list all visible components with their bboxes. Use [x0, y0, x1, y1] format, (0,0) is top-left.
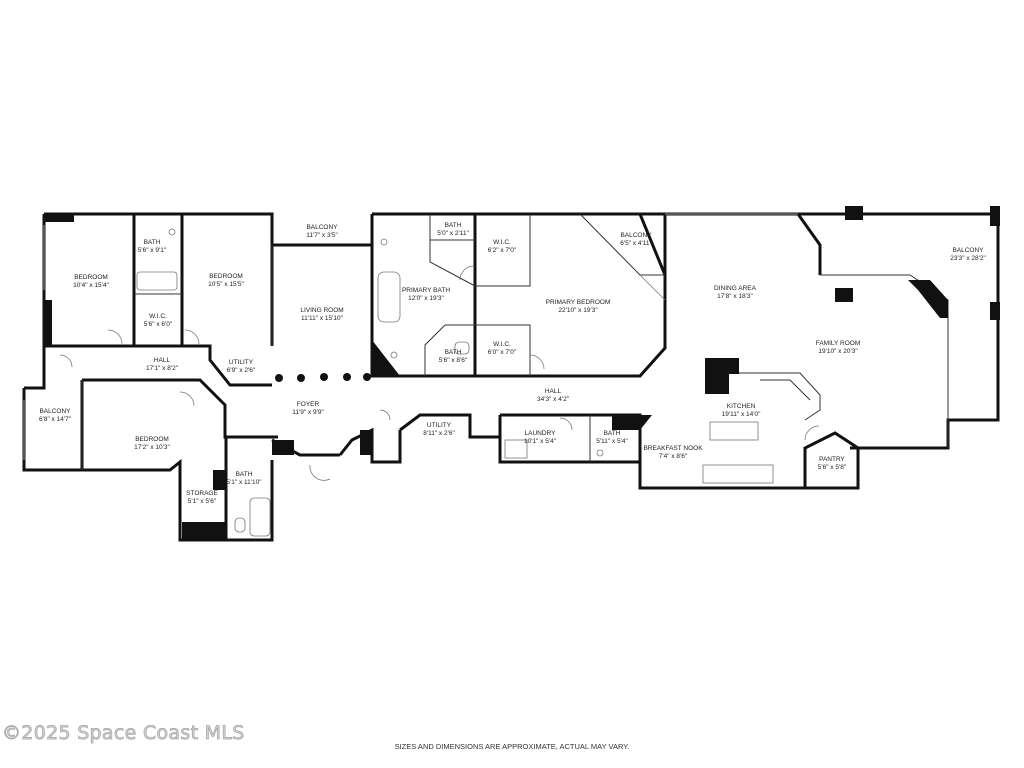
svg-text:5'6" x 9'1": 5'6" x 9'1": [138, 247, 167, 254]
watermark-text: ©2025 Space Coast MLS: [2, 722, 245, 745]
svg-text:10'5" x 15'5": 10'5" x 15'5": [208, 281, 244, 288]
svg-text:17'8" x 18'3": 17'8" x 18'3": [717, 293, 753, 300]
svg-text:UTILITY: UTILITY: [229, 359, 254, 366]
svg-text:8'11" x 2'6": 8'11" x 2'6": [423, 430, 455, 437]
svg-text:11'9" x 9'9": 11'9" x 9'9": [292, 409, 324, 416]
svg-text:10'1" x 5'4": 10'1" x 5'4": [524, 438, 557, 445]
svg-text:5'6" x 8'6": 5'6" x 8'6": [439, 357, 468, 364]
svg-text:19'10" x 20'3": 19'10" x 20'3": [818, 348, 858, 355]
svg-text:PANTRY: PANTRY: [819, 456, 845, 463]
room-label-wic-2: W.I.C.6'2" x 7'0": [488, 239, 517, 254]
svg-text:BALCONY: BALCONY: [952, 247, 984, 254]
svg-text:W.I.C.: W.I.C.: [493, 239, 511, 246]
svg-text:5'0" x 2'11": 5'0" x 2'11": [437, 230, 469, 237]
svg-text:6'8" x 14'7": 6'8" x 14'7": [39, 416, 72, 423]
svg-text:23'3" x 28'2": 23'3" x 28'2": [950, 255, 986, 262]
svg-text:17'2" x 10'3": 17'2" x 10'3": [134, 444, 170, 451]
svg-text:22'10" x 19'3": 22'10" x 19'3": [558, 307, 598, 314]
svg-text:W.I.C.: W.I.C.: [149, 313, 167, 320]
floor-plan-walls: [22, 212, 1000, 542]
svg-text:BATH: BATH: [604, 430, 621, 437]
svg-text:DINING AREA: DINING AREA: [714, 285, 757, 292]
svg-text:FAMILY ROOM: FAMILY ROOM: [816, 340, 861, 347]
svg-text:BATH: BATH: [445, 349, 462, 356]
svg-text:BATH: BATH: [445, 222, 462, 229]
svg-text:7'4" x 8'6": 7'4" x 8'6": [659, 453, 688, 460]
svg-text:11'7" x 3'5": 11'7" x 3'5": [306, 232, 338, 239]
svg-text:HALL: HALL: [545, 388, 562, 395]
svg-text:6'0" x 7'0": 6'0" x 7'0": [488, 349, 517, 356]
floor-plan-solids: [44, 206, 1000, 540]
svg-text:34'3" x 4'2": 34'3" x 4'2": [537, 396, 570, 403]
svg-text:STORAGE: STORAGE: [186, 490, 218, 497]
svg-text:UTILITY: UTILITY: [427, 422, 452, 429]
room-label-wic-3: W.I.C.6'0" x 7'0": [488, 341, 517, 356]
svg-text:12'0" x 19'3": 12'0" x 19'3": [408, 295, 444, 302]
svg-text:BATH: BATH: [236, 471, 253, 478]
svg-text:BALCONY: BALCONY: [620, 232, 652, 239]
svg-text:HALL: HALL: [154, 357, 171, 364]
svg-text:PRIMARY BATH: PRIMARY BATH: [402, 287, 450, 294]
svg-text:BEDROOM: BEDROOM: [135, 436, 169, 443]
svg-text:5'6" x 5'8": 5'6" x 5'8": [818, 464, 847, 471]
svg-text:KITCHEN: KITCHEN: [727, 403, 756, 410]
floor-plan-fixtures: [23, 225, 820, 537]
svg-text:6'2" x 7'0": 6'2" x 7'0": [488, 247, 517, 254]
svg-text:5'1" x 5'6": 5'1" x 5'6": [188, 498, 217, 505]
svg-text:5'11" x 5'4": 5'11" x 5'4": [596, 438, 628, 445]
disclaimer-text: SIZES AND DIMENSIONS ARE APPROXIMATE, AC…: [394, 742, 630, 751]
svg-text:W.I.C.: W.I.C.: [493, 341, 511, 348]
svg-text:LAUNDRY: LAUNDRY: [525, 430, 557, 437]
svg-text:FOYER: FOYER: [297, 401, 320, 408]
svg-text:11'11" x 15'10": 11'11" x 15'10": [301, 315, 344, 322]
svg-text:17'1" x 8'2": 17'1" x 8'2": [146, 365, 179, 372]
svg-text:BALCONY: BALCONY: [39, 408, 71, 415]
svg-text:BALCONY: BALCONY: [306, 224, 338, 231]
svg-text:BEDROOM: BEDROOM: [74, 274, 108, 281]
svg-text:6'5" x 4'11": 6'5" x 4'11": [620, 240, 652, 247]
room-label-wic-1: W.I.C.5'6" x 6'0": [144, 313, 173, 328]
svg-text:LIVING ROOM: LIVING ROOM: [300, 307, 343, 314]
svg-text:6'9" x 2'6": 6'9" x 2'6": [227, 367, 256, 374]
svg-text:10'4" x 15'4": 10'4" x 15'4": [73, 282, 109, 289]
svg-text:19'11" x 14'0": 19'11" x 14'0": [722, 411, 761, 418]
svg-text:BREAKFAST NOOK: BREAKFAST NOOK: [643, 445, 703, 452]
svg-text:BEDROOM: BEDROOM: [209, 273, 243, 280]
svg-text:PRIMARY BEDROOM: PRIMARY BEDROOM: [546, 299, 611, 306]
svg-text:BATH: BATH: [144, 239, 161, 246]
svg-text:5'6" x 6'0": 5'6" x 6'0": [144, 321, 173, 328]
svg-text:5'1" x 11'10": 5'1" x 11'10": [226, 479, 262, 486]
